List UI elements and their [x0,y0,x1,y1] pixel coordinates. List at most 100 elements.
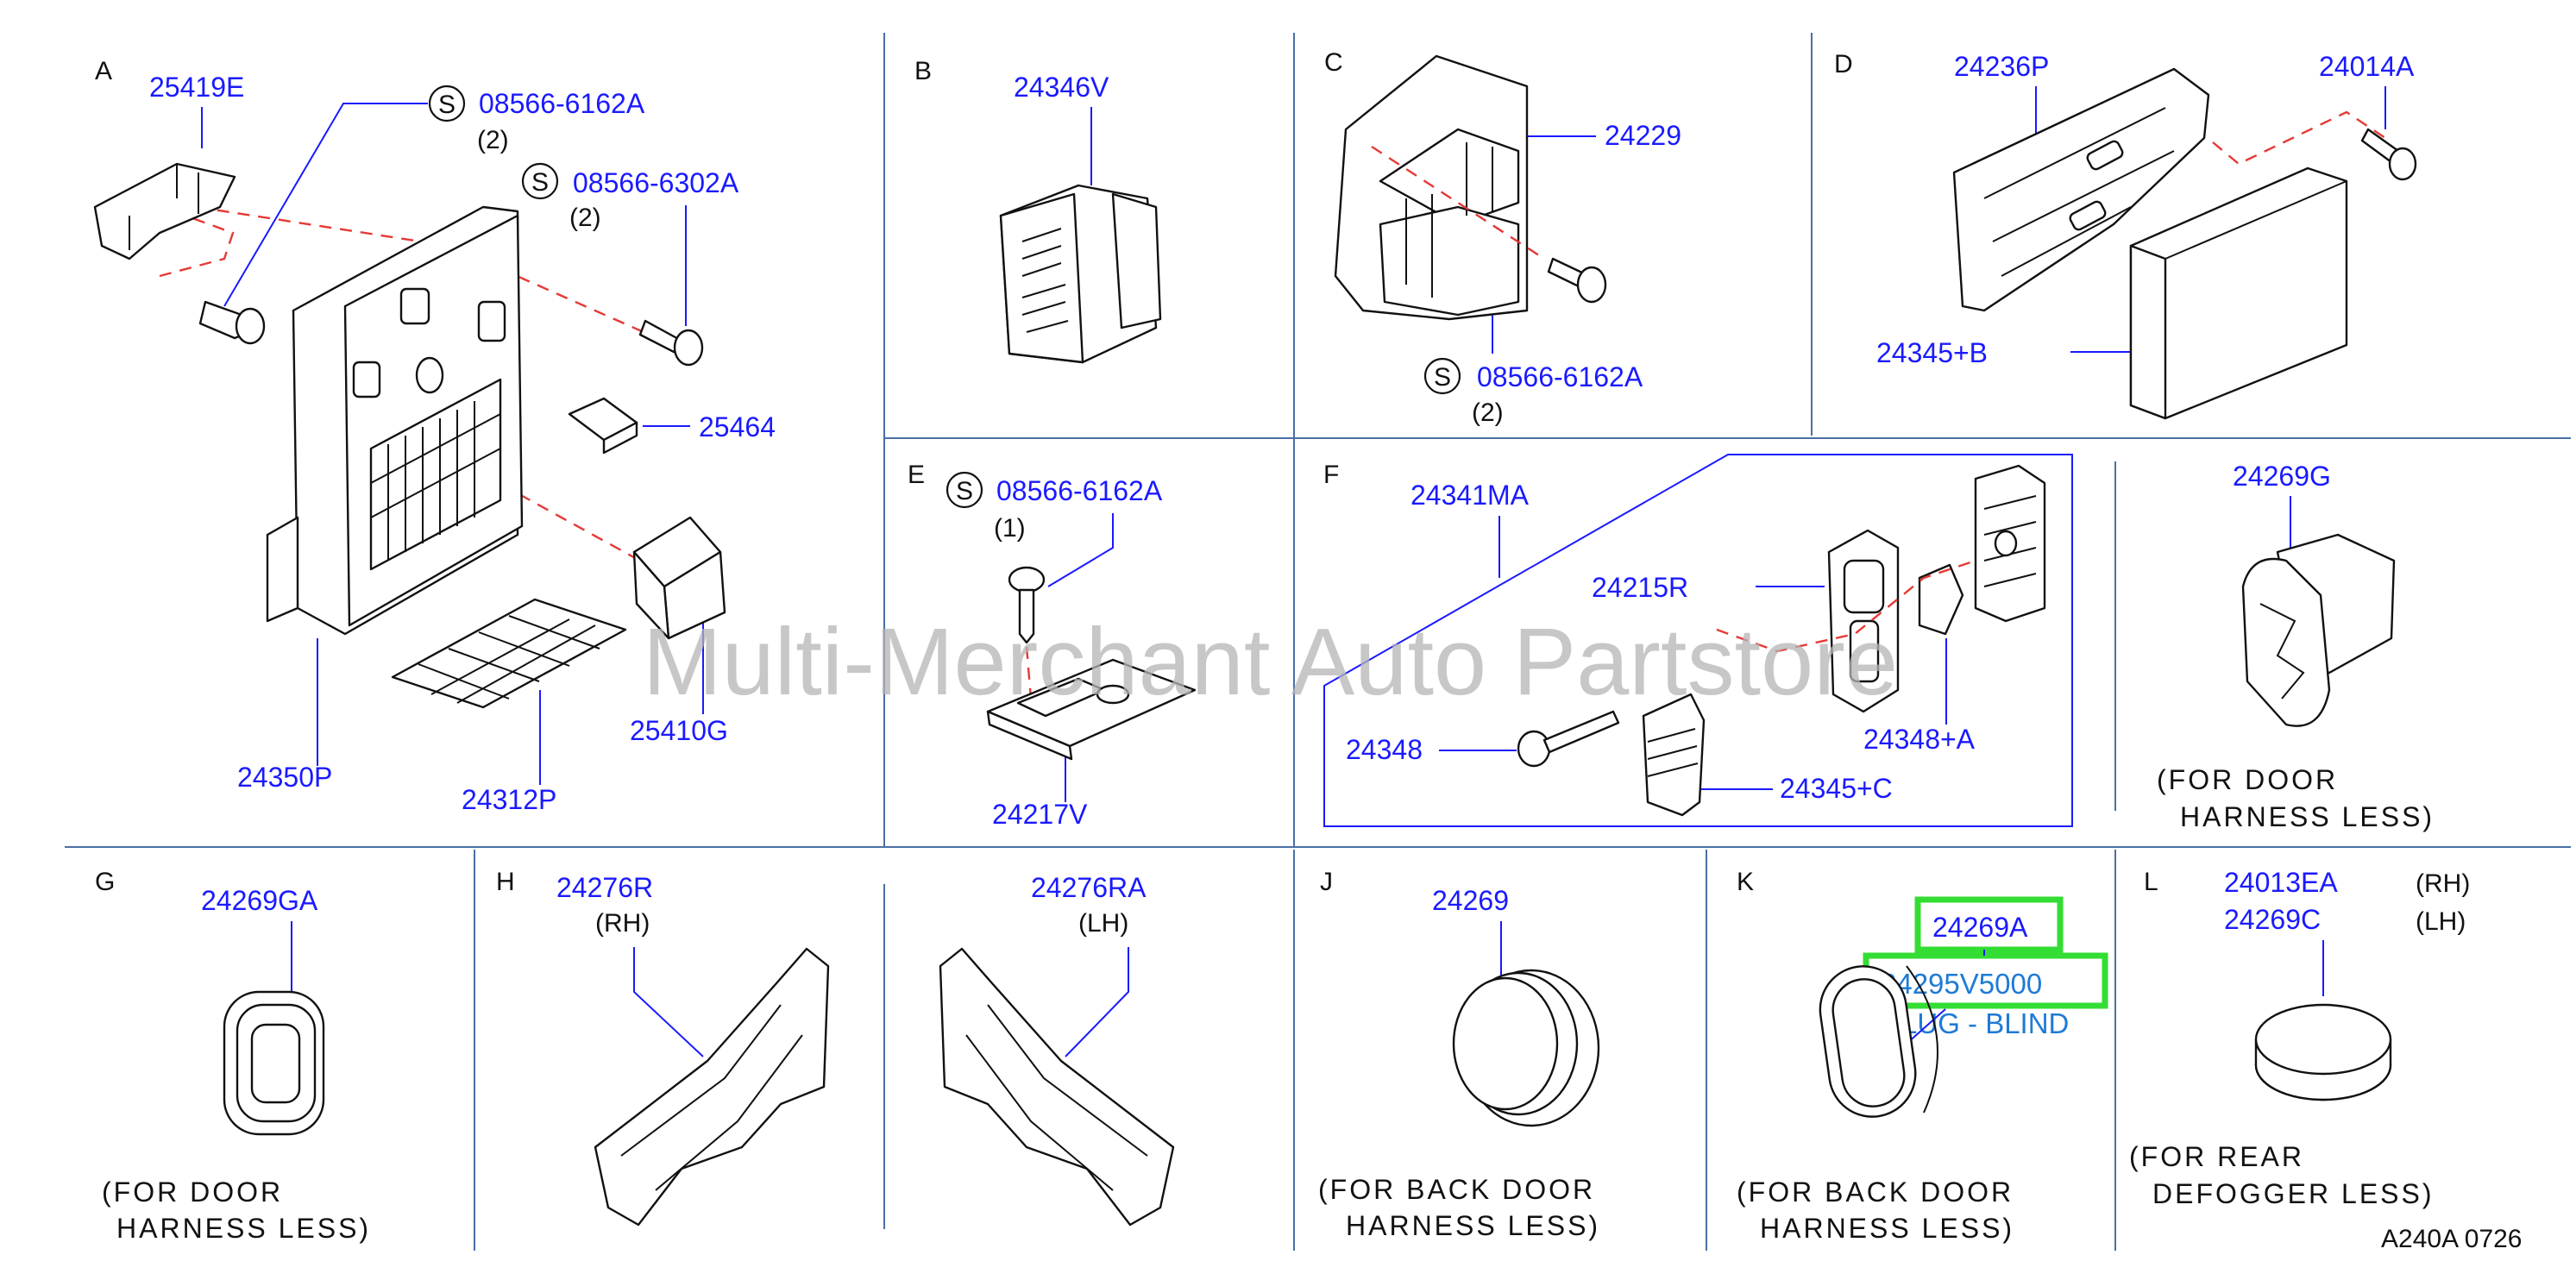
part-number-24346v[interactable]: 24346V [1014,72,1109,103]
bolt-illustration [2360,128,2417,181]
leader-line [223,103,428,307]
part-number-24350p[interactable]: 24350P [237,762,332,793]
part-number-24295v5000[interactable]: 24295V5000 [1881,968,2042,1000]
standard-marker-a2: S [521,162,559,200]
bolt-illustration [638,319,704,367]
connector-illustration [632,516,726,640]
section-l: L 24013EA (RH) 24269C (LH) (FOR REAR DEF… [2129,867,2523,1253]
bracket-illustration [93,162,236,260]
usage-note: HARNESS LESS) [2180,801,2435,832]
quantity-label: (2) [569,204,601,232]
diagram-code: A240A 0726 [2381,1225,2523,1253]
standard-marker-e: S [946,471,983,509]
part-number-08566-6162a[interactable]: 08566-6162A [996,475,1163,506]
section-c: C 24229 S 08566-6162A (2) [1324,48,1681,427]
part-number-24345-b[interactable]: 24345+B [1876,337,1988,368]
part-number-08566-6302a[interactable]: 08566-6302A [573,167,739,198]
svg-text:S: S [438,91,456,119]
usage-note: HARNESS LESS) [1760,1213,2014,1244]
bracket-rh-illustration [594,947,830,1227]
section-letter-j: J [1320,868,1333,896]
usage-note: HARNESS LESS) [116,1213,371,1244]
part-number-24269g[interactable]: 24269G [2233,461,2331,492]
part-number-24269ga[interactable]: 24269GA [201,885,318,916]
cap-illustration [2254,1003,2392,1101]
part-number-24276r[interactable]: 24276R [556,872,653,903]
standard-marker-c: S [1423,357,1461,395]
side-label: (LH) [2416,907,2466,936]
part-number-24217v[interactable]: 24217V [992,799,1088,830]
section-a: A 25419E S 08566-6162A (2) S 08566-6302A… [93,57,776,815]
section-letter-b: B [914,57,932,85]
section-grid [65,33,2571,1251]
part-number-25419e[interactable]: 25419E [149,72,244,103]
screw-illustration [1547,257,1607,304]
part-number-24348-a[interactable]: 24348+A [1863,724,1976,755]
part-number-24269c[interactable]: 24269C [2224,904,2321,935]
grommet-illustration [223,990,325,1136]
part-number-24341ma[interactable]: 24341MA [1411,480,1530,511]
usage-note: (FOR BACK DOOR [1737,1176,2014,1208]
mounting-bracket-illustration [1952,67,2210,312]
part-number-24269[interactable]: 24269 [1432,885,1509,916]
section-j: J 24269 (FOR BACK DOOR HARNESS LESS) [1318,868,1600,1241]
side-label: (LH) [1078,909,1128,938]
part-number-24229[interactable]: 24229 [1605,120,1681,151]
part-number-24014a[interactable]: 24014A [2319,51,2415,82]
section-letter-e: E [908,461,925,489]
bracket-illustration [1334,54,1529,321]
grommet-illustration [1642,693,1706,817]
part-number-24013ea[interactable]: 24013EA [2224,867,2338,898]
connector-housing-illustration [1827,529,1900,713]
leader-line [1047,513,1114,587]
part-number-25410g[interactable]: 25410G [630,715,728,746]
screw-illustration [198,300,266,345]
section-letter-k: K [1737,868,1754,896]
usage-note: (FOR DOOR [102,1176,283,1208]
part-number-24236p[interactable]: 24236P [1954,51,2049,82]
part-number-25464[interactable]: 25464 [699,411,776,442]
standard-marker-a1: S [428,85,466,122]
part-number-24345-c[interactable]: 24345+C [1780,773,1893,804]
section-e: E S 08566-6162A (1) 24217V [908,461,1197,830]
highlight-box [1914,896,2064,953]
usage-note: (FOR DOOR [2157,764,2338,795]
plug-illustration [1974,464,2046,623]
cover-illustration [391,598,627,709]
screw-illustration [1008,566,1046,644]
part-number-24312p[interactable]: 24312P [462,784,556,815]
bracket-lh-illustration [939,947,1175,1227]
dashed-guide [2212,110,2386,166]
usage-note: DEFOGGER LESS) [2152,1178,2435,1209]
section-f-right: 24269G (FOR DOOR HARNESS LESS) [2157,461,2435,832]
section-b: B 24346V [914,57,1162,364]
part-number-24276ra[interactable]: 24276RA [1031,872,1147,903]
section-letter-d: D [1834,50,1853,78]
part-number-24269a[interactable]: 24269A [1932,912,2028,943]
section-letter-f: F [1323,461,1339,489]
section-h: H 24276R (RH) 24276RA (LH) [496,868,1175,1227]
watermark: Multi-Merchant Auto Partstore [643,609,1898,715]
usage-note: (FOR REAR [2129,1141,2304,1172]
usage-note: (FOR BACK DOOR [1318,1174,1595,1205]
part-number-08566-6162a[interactable]: 08566-6162A [479,88,645,119]
part-number-08566-6162a[interactable]: 08566-6162A [1477,361,1643,392]
part-number-24215r[interactable]: 24215R [1592,572,1688,603]
side-label: (RH) [595,909,650,938]
leader-line [633,947,704,1057]
svg-text:S: S [531,168,549,197]
section-f: F 24341MA 24215R 24348+A 24348 24345+C [1323,454,2073,827]
assembly-frame [1323,454,2073,827]
section-letter-a: A [95,57,112,85]
dashed-guide [1716,559,1976,653]
section-k: K 24269A 24295V5000 PLUG - BLIND (FOR BA… [1737,868,2108,1244]
section-letter-g: G [95,868,115,896]
quantity-label: (2) [1472,398,1504,427]
connector-illustration [999,184,1162,364]
dashed-guide [1025,646,1033,700]
svg-text:S: S [956,477,973,505]
part-number-24348[interactable]: 24348 [1346,734,1423,765]
quantity-label: (1) [994,514,1026,543]
clip-bracket-illustration [986,658,1197,761]
plug-illustration [1452,969,1600,1127]
